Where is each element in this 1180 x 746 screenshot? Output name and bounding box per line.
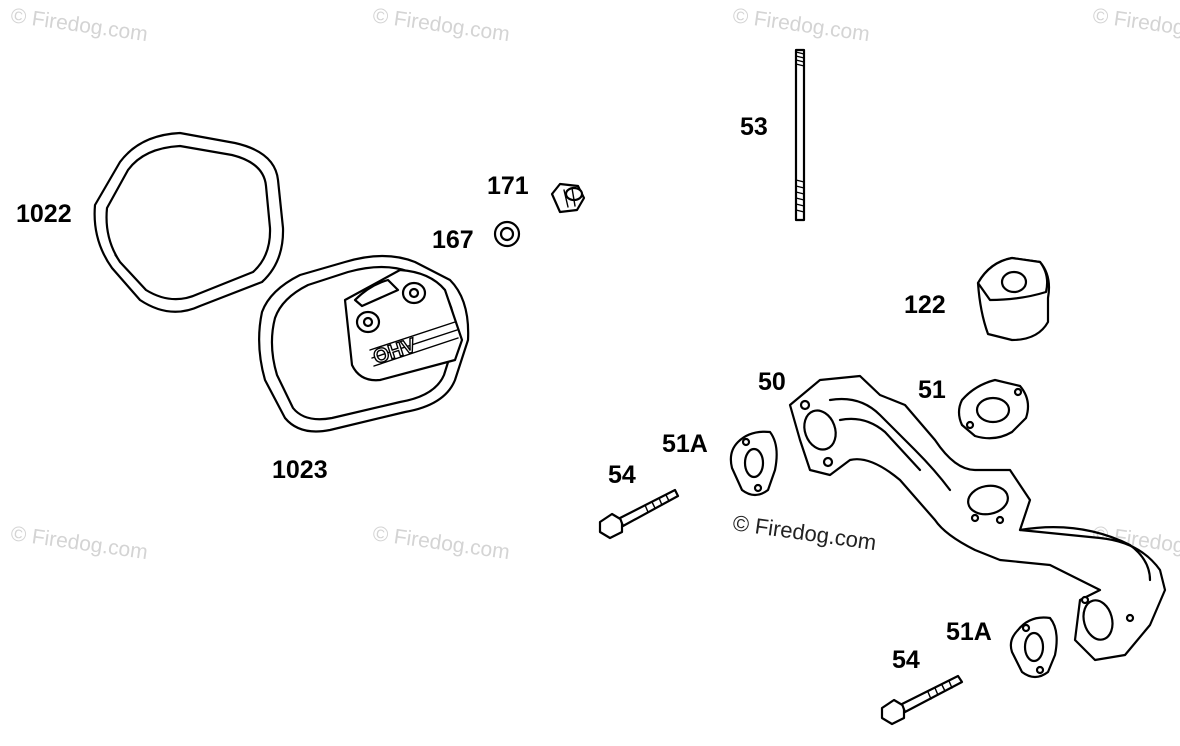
label-167: 167 [432,226,474,254]
label-54-upper: 54 [608,461,636,489]
gasket-51 [957,378,1030,440]
gasket-51a-lower [1009,616,1058,679]
watermark: © Firedog.com [371,4,511,46]
watermark: © Firedog.com [1091,4,1180,46]
center-watermark: © Firedog.com [731,510,878,555]
manifold-50 [788,374,1167,662]
washer-167 [493,220,521,248]
label-54-lower: 54 [892,646,920,674]
label-1022: 1022 [16,200,72,228]
label-51: 51 [918,376,946,404]
label-1023: 1023 [272,456,328,484]
stud-53 [794,48,806,222]
manifold-port [967,484,1009,516]
label-50: 50 [758,368,786,396]
watermark: © Firedog.com [371,522,511,564]
label-171: 171 [487,172,529,200]
label-53: 53 [740,113,768,141]
watermark: © Firedog.com [9,4,149,46]
manifold-port [1082,599,1114,641]
spacer-122 [976,256,1051,342]
manifold-port [803,409,837,451]
gasket-1022 [93,131,285,313]
label-51a-lower: 51A [946,618,992,646]
nut-171 [550,182,586,214]
gasket-51a-upper [729,430,778,497]
part-labels: 1022 1023 171 167 53 122 50 51 51A 54 51… [16,113,992,674]
rocker-cover-1023: OHV [258,254,470,433]
bolt-54-upper [598,488,680,540]
label-51a-upper: 51A [662,430,708,458]
label-122: 122 [904,291,946,319]
bolt-54-lower [880,674,964,726]
watermark: © Firedog.com [731,4,871,46]
watermark: © Firedog.com [9,522,149,564]
